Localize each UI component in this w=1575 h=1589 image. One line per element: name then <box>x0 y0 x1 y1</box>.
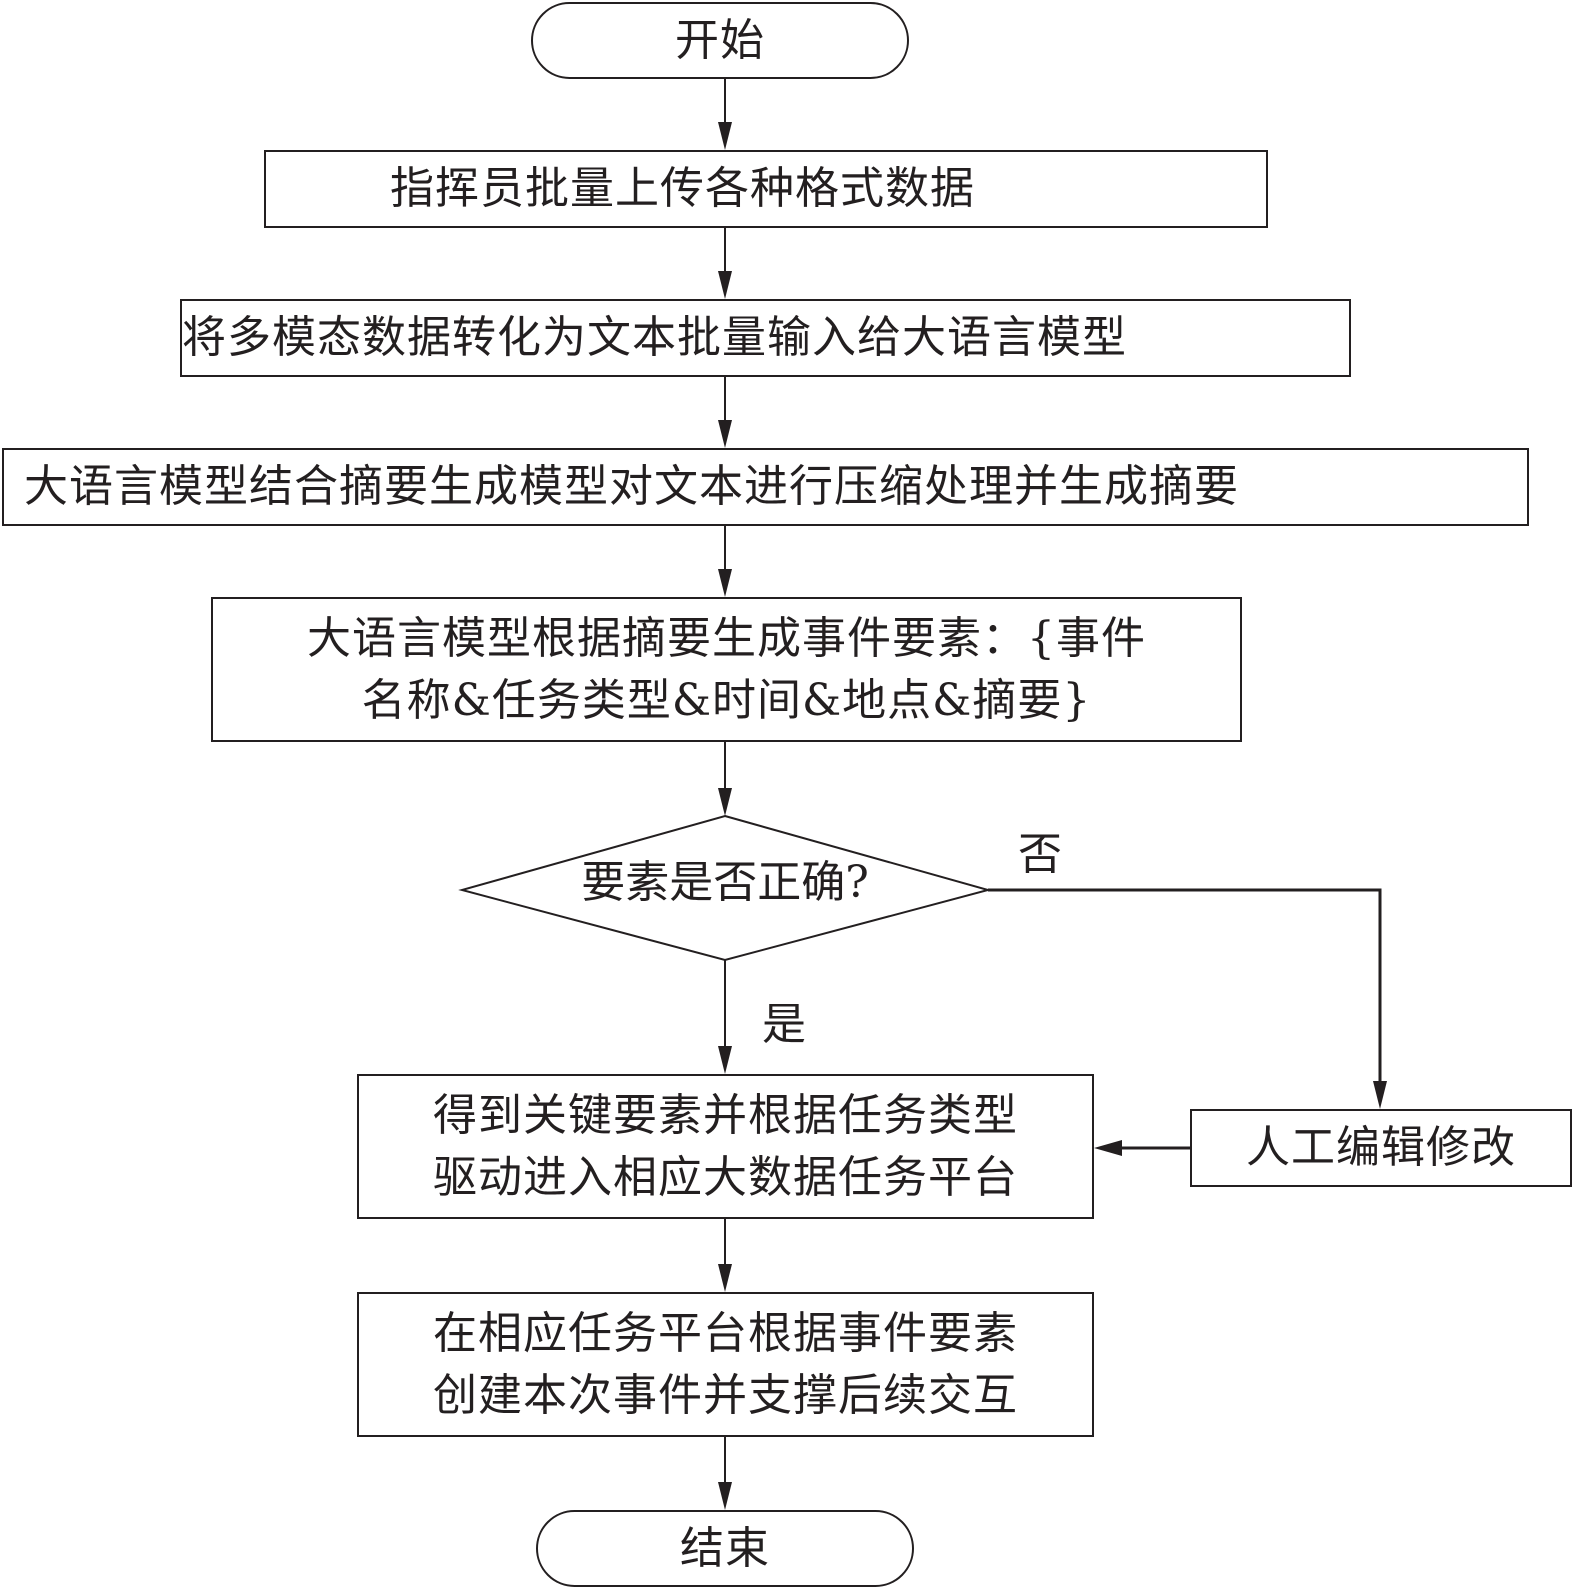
edge-manual-key-arrowhead <box>1094 1140 1122 1156</box>
end-terminator[interactable]: 结束 <box>536 1510 914 1587</box>
generate-summary-label: 大语言模型结合摘要生成模型对文本进行压缩处理并生成摘要 <box>24 461 1239 512</box>
create-event-label: 在相应任务平台根据事件要素 创建本次事件并支撑后续交互 <box>433 1307 1018 1421</box>
generate-summary-step[interactable]: 大语言模型结合摘要生成模型对文本进行压缩处理并生成摘要 <box>2 448 1529 526</box>
edge-label-no: 否 <box>1018 829 1062 880</box>
start-label: 开始 <box>675 14 765 66</box>
edge-convert-summary-arrowhead <box>718 420 732 448</box>
key-elements-label: 得到关键要素并根据任务类型 驱动进入相应大数据任务平台 <box>433 1089 1018 1203</box>
convert-to-text-step[interactable]: 将多模态数据转化为文本批量输入给大语言模型 <box>180 299 1351 377</box>
edge-elements-decision-arrowhead <box>718 788 732 816</box>
edge-start-upload-arrowhead <box>718 122 732 150</box>
edge-upload-convert-arrowhead <box>718 271 732 299</box>
key-elements-step[interactable]: 得到关键要素并根据任务类型 驱动进入相应大数据任务平台 <box>357 1074 1094 1219</box>
start-terminator[interactable]: 开始 <box>531 2 909 79</box>
end-label: 结束 <box>680 1522 770 1574</box>
generate-event-elements-step[interactable]: 大语言模型根据摘要生成事件要素：{事件 名称&任务类型&时间&地点&摘要} <box>211 597 1242 742</box>
convert-to-text-label: 将多模态数据转化为文本批量输入给大语言模型 <box>182 312 1127 363</box>
manual-edit-step[interactable]: 人工编辑修改 <box>1190 1109 1572 1187</box>
create-event-step[interactable]: 在相应任务平台根据事件要素 创建本次事件并支撑后续交互 <box>357 1292 1094 1437</box>
edge-label-yes: 是 <box>762 999 806 1050</box>
edge-create-end-arrowhead <box>718 1482 732 1510</box>
edge-summary-elements-arrowhead <box>718 569 732 597</box>
generate-event-elements-label: 大语言模型根据摘要生成事件要素：{事件 名称&任务类型&时间&地点&摘要} <box>307 612 1146 726</box>
edge-decision-key-arrowhead <box>718 1046 732 1074</box>
decision-label: 要素是否正确? <box>581 857 869 908</box>
upload-data-label: 指挥员批量上传各种格式数据 <box>390 163 975 214</box>
edge-decision-manual <box>988 888 1382 1083</box>
manual-edit-label: 人工编辑修改 <box>1246 1122 1516 1173</box>
upload-data-step[interactable]: 指挥员批量上传各种格式数据 <box>264 150 1268 228</box>
edge-key-create-arrowhead <box>718 1264 732 1292</box>
edge-decision-manual-arrowhead <box>1373 1081 1387 1109</box>
